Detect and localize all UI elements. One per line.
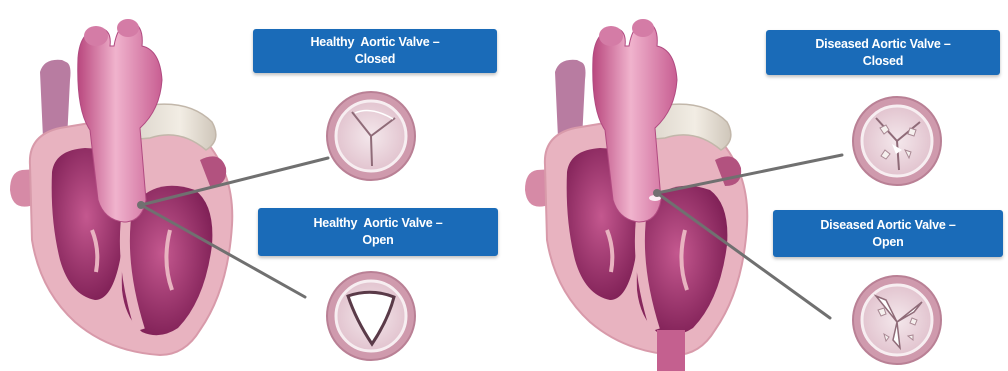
healthy-open-label-line2: Open: [362, 232, 393, 249]
diseased-closed-label-line1: Diseased Aortic Valve –: [815, 36, 950, 53]
diseased-open-label: Diseased Aortic Valve – Open: [773, 210, 1003, 257]
healthy-valve-open-image: [327, 272, 415, 360]
diseased-heart-illustration: [525, 19, 747, 371]
healthy-closed-label-line1: Healthy Aortic Valve –: [310, 34, 439, 51]
diseased-open-label-line2: Open: [872, 234, 903, 251]
diseased-valve-open-image: [853, 276, 941, 364]
healthy-closed-label: Healthy Aortic Valve – Closed: [253, 29, 497, 73]
healthy-valve-closed-image: [327, 92, 415, 180]
diseased-valve-closed-image: [853, 97, 941, 185]
healthy-closed-label-line2: Closed: [355, 51, 395, 68]
diseased-closed-label-line2: Closed: [863, 53, 903, 70]
healthy-open-label-line1: Healthy Aortic Valve –: [313, 215, 442, 232]
diseased-open-label-line1: Diseased Aortic Valve –: [820, 217, 955, 234]
healthy-pointer-dot: [137, 201, 145, 209]
diseased-closed-label: Diseased Aortic Valve – Closed: [766, 30, 1000, 75]
diseased-pointer-dot: [653, 189, 661, 197]
healthy-heart-illustration: [10, 19, 232, 355]
healthy-open-label: Healthy Aortic Valve – Open: [258, 208, 498, 256]
